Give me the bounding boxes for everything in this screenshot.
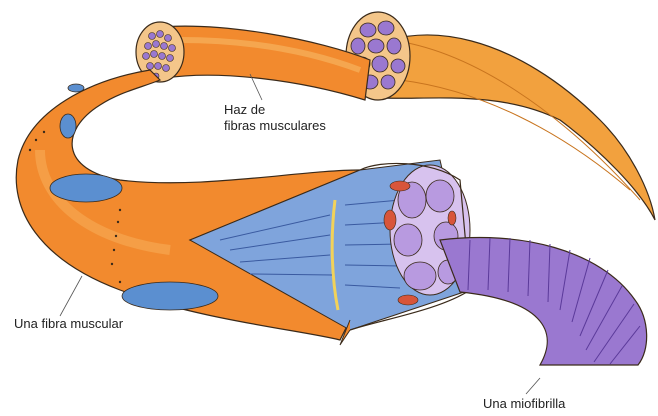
label-muscle-bundle-line2: fibras musculares	[224, 118, 326, 134]
muscle-bundle-left	[136, 22, 370, 100]
label-muscle-fiber: Una fibra muscular	[14, 316, 123, 332]
label-myofibril: Una miofibrilla	[483, 396, 565, 412]
label-muscle-bundle-line1: Haz de	[224, 102, 326, 118]
label-muscle-bundle: Haz de fibras musculares	[224, 102, 326, 134]
myofibril	[440, 238, 647, 366]
